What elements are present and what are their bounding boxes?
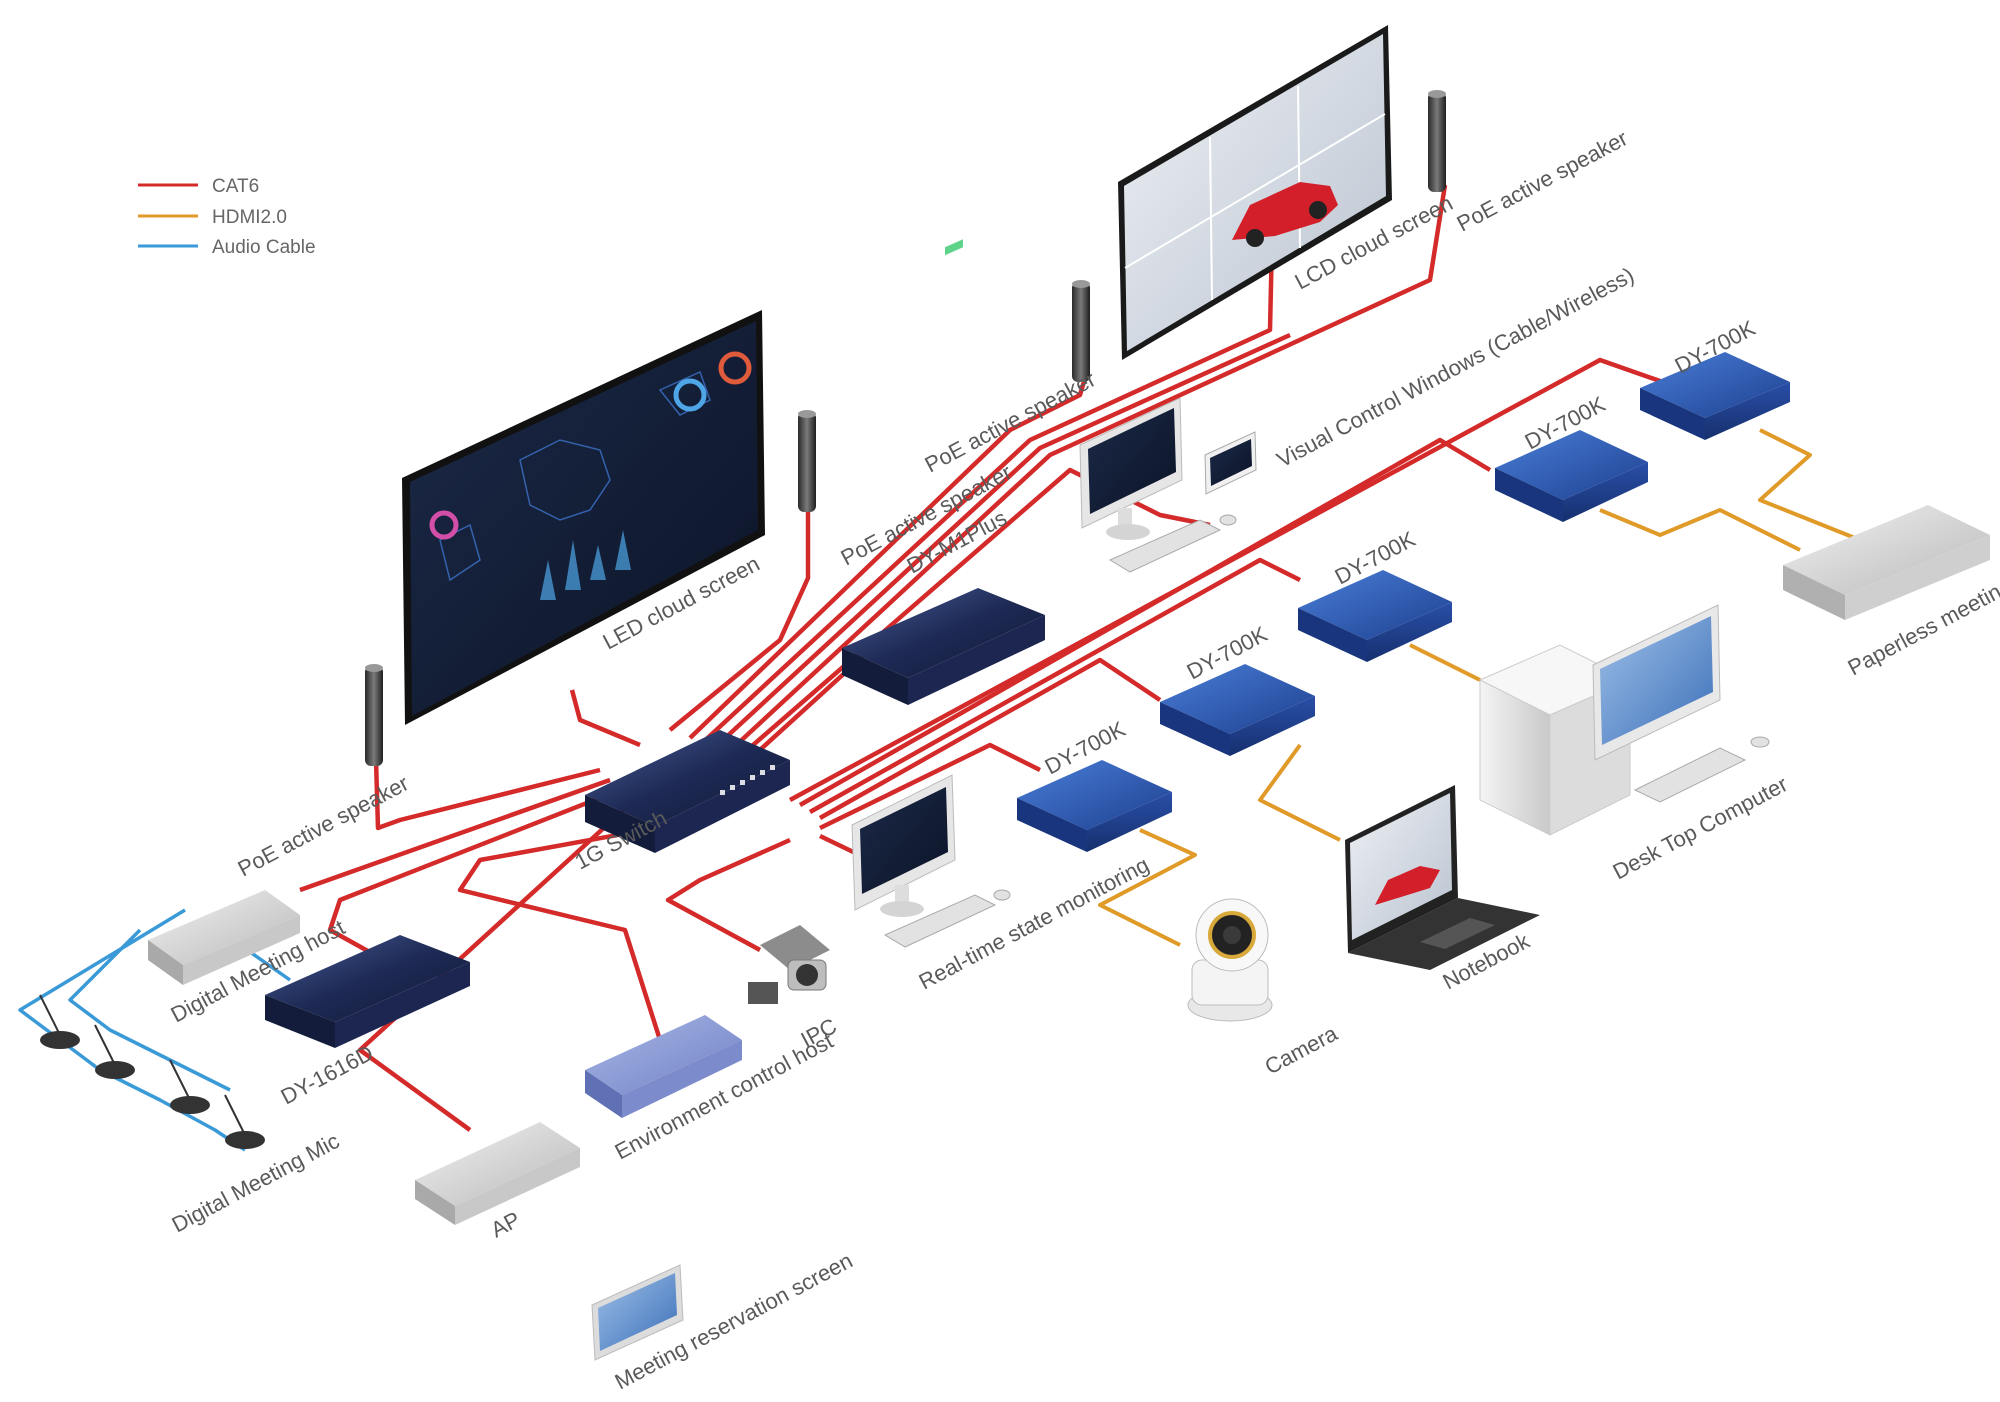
visual-control-tablet: [1204, 431, 1257, 495]
label-dy1616d: DY-1616D: [277, 1040, 378, 1109]
digital-meeting-mics: [39, 994, 265, 1149]
dy700k-device-1: [1640, 352, 1790, 440]
environment-control-host: [585, 1015, 742, 1118]
label-poe-speaker-top: PoE active speaker: [1453, 125, 1632, 236]
dy1616d-device: [265, 935, 470, 1048]
poe-speaker-left: [798, 410, 816, 512]
legend-label-audio: Audio Cable: [212, 237, 316, 258]
notebook: [1345, 785, 1540, 970]
label-ap: AP: [487, 1207, 525, 1243]
meeting-reservation-screen: [591, 1264, 684, 1361]
legend-item-audio: Audio Cable: [138, 237, 316, 258]
ap-device: [415, 1122, 580, 1225]
dy700k-device-4: [1160, 664, 1315, 756]
digital-meeting-host: [148, 890, 300, 985]
dy700k-device-3: [1298, 570, 1452, 662]
label-camera: Camera: [1261, 1020, 1342, 1079]
lcd-cloud-screen: [1118, 25, 1392, 360]
meeting-mic-4: [224, 1094, 265, 1149]
meeting-mic-3: [169, 1059, 210, 1114]
dy700k-device-2: [1495, 430, 1648, 522]
dy-m1plus-device: [842, 239, 1045, 705]
switch-1g-device: [585, 730, 790, 853]
realtime-monitor: [851, 774, 1011, 948]
camera-device: [1187, 898, 1273, 1022]
ipc-camera: [748, 925, 830, 1004]
legend: CAT6 HDMI2.0 Audio Cable: [138, 176, 316, 258]
paperless-meeting-host: [1783, 505, 1990, 620]
red-car-icon: [1232, 182, 1338, 240]
hdmi-cables: [1098, 428, 1861, 947]
poe-speaker-bottom: [365, 664, 383, 766]
poe-speaker-mid: [1072, 280, 1090, 382]
dy700k-device-5: [1017, 760, 1172, 852]
legend-label-hdmi: HDMI2.0: [212, 207, 287, 228]
visual-control-monitor: [1079, 397, 1237, 573]
desktop-computer: [1478, 604, 1770, 836]
meeting-mic-2: [94, 1024, 135, 1079]
led-cloud-screen: [402, 310, 765, 725]
legend-item-hdmi: HDMI2.0: [138, 207, 287, 228]
label-desktop-computer: Desk Top Computer: [1609, 771, 1792, 884]
meeting-mic-1: [39, 994, 80, 1049]
legend-item-cat6: CAT6: [138, 176, 259, 197]
poe-speaker-top: [1428, 90, 1446, 192]
legend-label-cat6: CAT6: [212, 176, 259, 197]
